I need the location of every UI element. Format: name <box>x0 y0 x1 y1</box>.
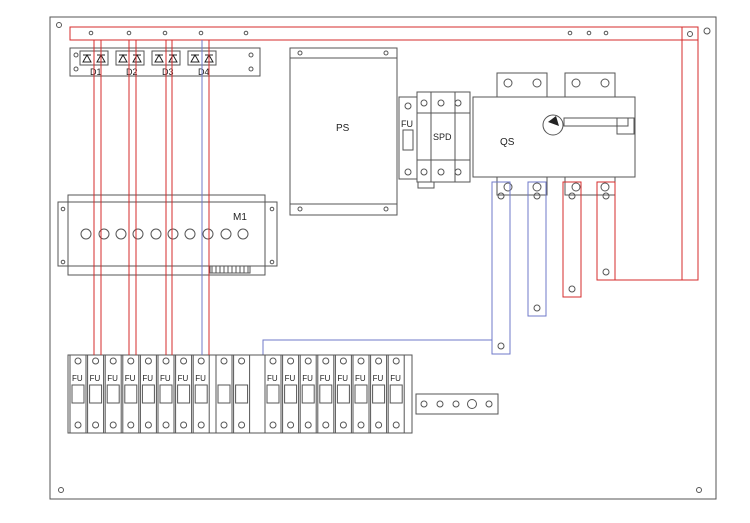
fuse-label: FU <box>107 374 118 383</box>
module-terminal <box>202 228 214 240</box>
fuse-label: FU <box>90 374 101 383</box>
fuse-label: FU <box>178 374 189 383</box>
diode-rail <box>69 47 261 77</box>
diode-d2: D2 <box>115 50 145 77</box>
right-bus-bars <box>612 26 699 281</box>
module-terminal <box>237 228 249 240</box>
diode-group: D1 D2 D3 D4 <box>79 50 217 77</box>
fuse-holder: FU <box>352 354 370 434</box>
fuse-holder: FU <box>299 354 317 434</box>
fuse-holder: FU <box>175 354 193 434</box>
fuse-holder: FU <box>87 354 105 434</box>
fuse-holder <box>233 354 251 434</box>
fuse-holder: FU <box>317 354 335 434</box>
fuse-holder: FU <box>387 354 405 434</box>
isolator-switch <box>472 72 636 196</box>
spd-fuse-label: FU <box>401 119 413 129</box>
fuse-holder: FU <box>192 354 210 434</box>
fuse-holder: FU <box>139 354 157 434</box>
fuse-label: FU <box>373 374 384 383</box>
fuse-label: FU <box>72 374 83 383</box>
module-terminal <box>98 228 110 240</box>
fuse-label: FU <box>355 374 366 383</box>
fuse-label: FU <box>337 374 348 383</box>
fuse-label: FU <box>125 374 136 383</box>
fuse-holder: FU <box>104 354 122 434</box>
fuse-label: FU <box>267 374 278 383</box>
diode-label: D2 <box>126 67 138 77</box>
fuse-holder: FU <box>69 354 87 434</box>
module-m1-label: M1 <box>233 212 247 223</box>
fuse-holder: FU <box>370 354 388 434</box>
corner-hole-br <box>696 487 702 493</box>
module-terminal <box>220 228 232 240</box>
fuse-label: FU <box>390 374 401 383</box>
fuse-holder <box>215 354 233 434</box>
spd-fuse <box>398 96 418 180</box>
corner-hole-bl <box>58 487 64 493</box>
fuse-holder: FU <box>334 354 352 434</box>
fuse-label: FU <box>320 374 331 383</box>
fuse-block: FU FU FU FU FU FU FU FU FU FU FU FU FU FU FU FU <box>67 354 413 434</box>
fuse-label: FU <box>302 374 313 383</box>
power-supply <box>289 47 398 216</box>
isolator-switch-label: QS <box>500 137 515 148</box>
top-bus-bar <box>69 26 699 41</box>
fuse-holder: FU <box>122 354 140 434</box>
diode-label: D4 <box>198 67 210 77</box>
corner-hole-tr <box>703 27 711 35</box>
corner-hole-tl <box>56 22 62 28</box>
string-wires <box>93 40 210 355</box>
fuse-label: FU <box>285 374 296 383</box>
module-terminal <box>150 228 162 240</box>
module-terminal <box>184 228 196 240</box>
negative-link-wire <box>262 339 492 355</box>
module-terminals <box>80 228 249 240</box>
fuse-holder: FU <box>282 354 300 434</box>
spd-label: SPD <box>433 132 452 142</box>
terminal-strip <box>415 393 499 415</box>
module-terminal <box>80 228 92 240</box>
power-supply-label: PS <box>336 123 350 134</box>
fuse-holder: FU <box>157 354 175 434</box>
fuse-holder: FU <box>264 354 282 434</box>
module-terminal <box>167 228 179 240</box>
fuse-label: FU <box>142 374 153 383</box>
switch-output-bars <box>491 181 616 355</box>
enclosure-panel <box>49 16 717 500</box>
module-terminal <box>132 228 144 240</box>
fuse-label: FU <box>195 374 206 383</box>
module-terminal <box>115 228 127 240</box>
spd-device <box>416 91 471 189</box>
diode-label: D1 <box>90 67 102 77</box>
fuse-label: FU <box>160 374 171 383</box>
diode-label: D3 <box>162 67 174 77</box>
